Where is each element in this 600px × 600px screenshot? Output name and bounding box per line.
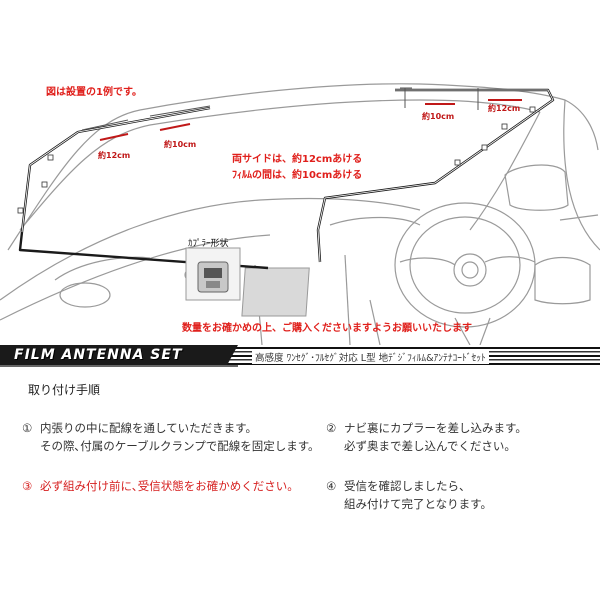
dim-label-right-gap: 約10cm (422, 112, 455, 121)
step-2: ② ナビ裏にカプラーを差し込みます。 必ず奥まで差し込んでください。 (326, 419, 527, 455)
coupler-shape-label: ｶﾌﾟﾗｰ形状 (188, 239, 229, 249)
step-number: ④ (326, 479, 337, 493)
installation-instructions: 取り付け手順 ① 内張りの中に配線を通していただきます。 その際､付属のケーブルク… (0, 367, 600, 600)
step-text: 必ず組み付け前に､受信状態をお確かめください。 (40, 479, 299, 493)
coupler-shape-image (185, 247, 241, 301)
cable-clip (481, 144, 488, 151)
step-text: その際､付属のケーブルクランプで配線を固定します。 (40, 439, 320, 453)
banner-title: FILM ANTENNA SET (14, 347, 183, 363)
dim-label-left-side: 約12cm (98, 151, 131, 160)
step-text: 組み付けて完了となります。 (344, 497, 493, 511)
step-text: 内張りの中に配線を通していただきます。 (40, 421, 258, 435)
step-text: 受信を確認しましたら、 (344, 479, 471, 493)
step-number: ③ (22, 479, 33, 493)
step-1: ① 内張りの中に配線を通していただきます。 その際､付属のケーブルクランプで配線を… (22, 419, 320, 455)
dim-arrow-left-gap (159, 123, 191, 131)
product-banner: FILM ANTENNA SET 高感度 ﾜﾝｾｸﾞ･ﾌﾙｾｸﾞ対応 L型 地ﾃ… (0, 345, 600, 367)
cable-clip (17, 207, 24, 214)
installation-illustration: 図は設置の1例です。 両サイドは、約12cmあける ﾌｨﾙﾑの間は、約10cmあ… (0, 83, 600, 346)
step-text: 必ず奥まで差し込んでください。 (344, 439, 516, 453)
sides-spacing-note: 両サイドは、約12cmあける (232, 154, 363, 165)
cable-clip (529, 106, 536, 113)
step-3: ③ 必ず組み付け前に､受信状態をお確かめください。 (22, 477, 299, 495)
film-gap-note: ﾌｨﾙﾑの間は、約10cmあける (232, 170, 363, 181)
cable-clip (501, 123, 508, 130)
dim-label-left-gap: 約10cm (164, 140, 197, 149)
cable-clip (41, 181, 48, 188)
cable-clip (47, 154, 54, 161)
dashboard-drawing (0, 83, 600, 346)
cable-clip (454, 159, 461, 166)
navi-screen (241, 267, 310, 317)
dim-arrow-left-side (99, 133, 129, 141)
banner-subtitle: 高感度 ﾜﾝｾｸﾞ･ﾌﾙｾｸﾞ対応 L型 地ﾃﾞｼﾞﾌｨﾙﾑ&ｱﾝﾃﾅｺｰﾄﾞｾ… (252, 350, 489, 364)
quantity-note: 数量をお確かめの上、ご購入くださいますようお願いいたします (182, 323, 472, 334)
example-note: 図は設置の1例です。 (46, 87, 142, 98)
step-text: ナビ裏にカプラーを差し込みます。 (344, 421, 527, 435)
step-number: ② (326, 421, 337, 435)
dim-label-right-side: 約12cm (488, 104, 521, 113)
step-number: ① (22, 421, 33, 435)
step-4: ④ 受信を確認しましたら、 組み付けて完了となります。 (326, 477, 492, 513)
instructions-title: 取り付け手順 (28, 383, 101, 397)
